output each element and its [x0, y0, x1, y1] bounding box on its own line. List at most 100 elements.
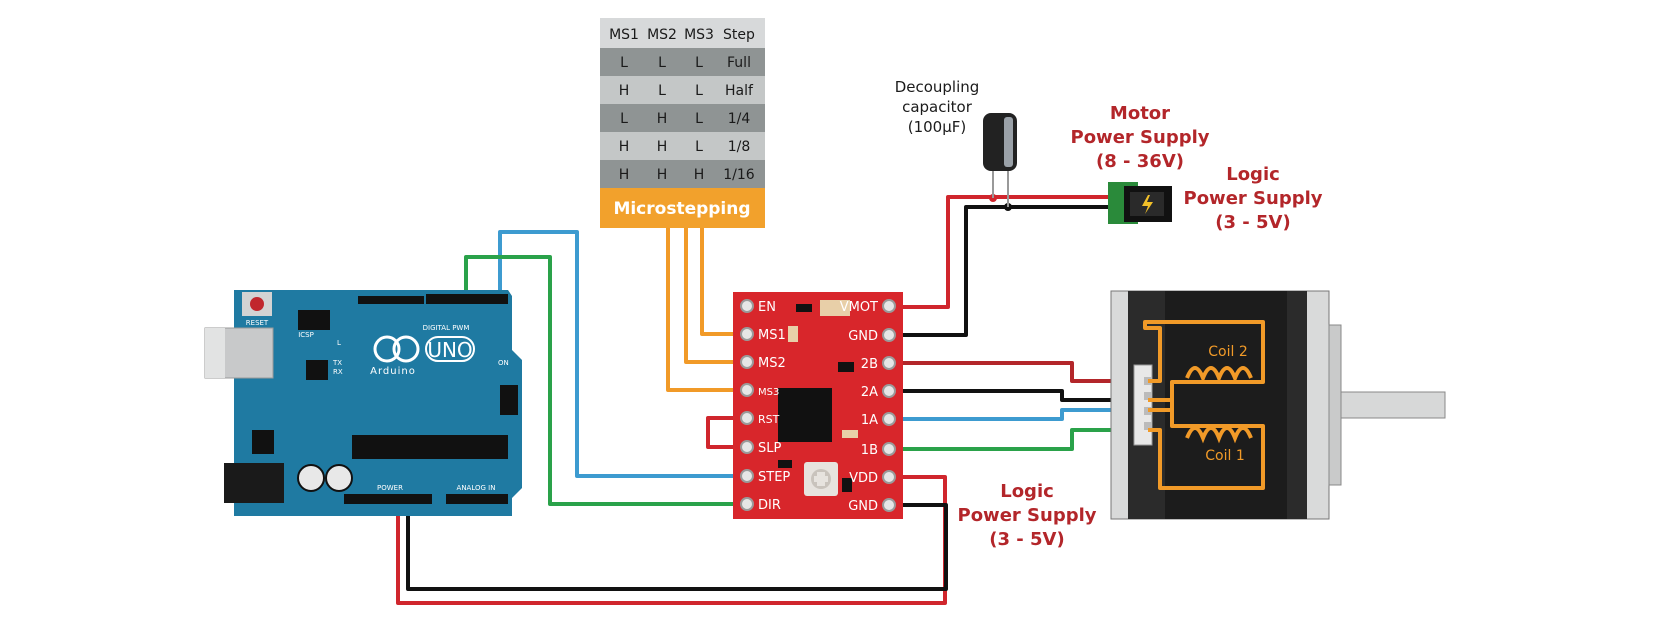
table-row [600, 132, 765, 160]
pin-vmot [882, 299, 896, 313]
arduino-logo-icon [392, 335, 420, 363]
coil-2-outline [1143, 320, 1265, 412]
lightning-icon [1142, 195, 1153, 214]
pin-label-dir: DIR [758, 498, 781, 513]
black-wire-gnd-logic [406, 503, 948, 591]
capacitor-value: (100µF) [908, 118, 967, 136]
motor-power-label: Motor [1110, 103, 1170, 124]
table-header-row [600, 18, 765, 48]
arduino-model: UNO [427, 338, 472, 362]
driver-capacitor [820, 300, 850, 316]
logic-power-label: Logic [1226, 164, 1280, 185]
pin-ms2 [740, 355, 754, 369]
black-wire-2a [890, 389, 1148, 402]
motor-power-voltage: (8 - 36V) [1096, 151, 1184, 172]
logic-power-voltage: (3 - 5V) [1215, 212, 1290, 233]
stepper-driver-board [733, 292, 903, 519]
pin-label-2b: 2B [861, 357, 878, 372]
pin-2a [882, 384, 896, 398]
icsp-header [298, 310, 330, 330]
table-cell: L [658, 83, 666, 99]
pin-label-en: EN [758, 300, 776, 315]
driver-right-pins [882, 299, 896, 512]
table-cell: L [620, 111, 628, 127]
motor-shaft [1340, 391, 1446, 419]
pin-step [740, 469, 754, 483]
pin-label-2a: 2A [861, 385, 878, 400]
microstepping-table: MS1 MS2 MS3 Step L L L Full H L L Half L… [600, 18, 765, 228]
red-wire-vdd [396, 475, 947, 605]
capacitor-label: capacitor [902, 98, 973, 116]
power-label: POWER [377, 484, 403, 492]
table-cell: H [694, 167, 705, 183]
pin-label-ms1: MS1 [758, 328, 786, 343]
coil-1-outline [1148, 398, 1265, 490]
pin-2b [882, 356, 896, 370]
black-wire-gnd [890, 205, 1110, 337]
table-cell: H [657, 111, 668, 127]
reset-label: RESET [246, 319, 269, 327]
analog-header [446, 494, 508, 504]
logic-power-label: Logic [1000, 481, 1054, 502]
pin-label-rst: RST [758, 413, 780, 426]
pin-rst [740, 411, 754, 425]
power-jack [1108, 182, 1172, 224]
pin-en [740, 299, 754, 313]
table-row [600, 48, 765, 76]
pin-label-ms2: MS2 [758, 356, 786, 371]
pin-label-1a: 1A [861, 413, 878, 428]
power-jack-barrel [224, 463, 284, 503]
pin-vdd [882, 470, 896, 484]
red-wire-rst-slp [706, 416, 745, 449]
arduino-pcb [234, 290, 522, 516]
pin-1b [882, 442, 896, 456]
stepper-motor [1110, 290, 1446, 520]
logic-power-label: Power Supply [958, 505, 1097, 526]
decoupling-capacitor [983, 113, 1017, 207]
pin-label-gnd-logic: GND [848, 499, 878, 514]
green-wire-dir [464, 255, 745, 506]
orange-wire-ms3 [666, 228, 745, 392]
pin-1a [882, 412, 896, 426]
driver-left-pins [740, 299, 754, 511]
arduino-capacitor [325, 464, 353, 492]
blue-wire-1a [890, 408, 1148, 421]
table-header-ms1: MS1 [609, 27, 639, 43]
red-wire-vmot [890, 195, 1110, 309]
table-header-ms3: MS3 [684, 27, 714, 43]
logic-power-voltage: (3 - 5V) [989, 529, 1064, 550]
arduino-uno-board [204, 290, 522, 516]
digital-header [426, 294, 508, 304]
pin-label-ms3: MS3 [758, 387, 779, 398]
pin-ms1 [740, 327, 754, 341]
coil-1-winding [1185, 426, 1253, 444]
logic-power-label: Power Supply [1184, 188, 1323, 209]
analog-label: ANALOG IN [457, 484, 496, 492]
icsp-label: ICSP [298, 331, 314, 339]
capacitor-label: Decoupling [895, 78, 980, 96]
motor-power-label: Power Supply [1071, 127, 1210, 148]
table-cell: H [657, 167, 668, 183]
pin-label-vmot: VMOT [840, 300, 878, 315]
motor-flange [1328, 324, 1342, 486]
pin-gnd [882, 328, 896, 342]
table-footer [600, 188, 765, 228]
table-row [600, 160, 765, 188]
table-cell: L [695, 83, 703, 99]
pin-label-gnd: GND [848, 329, 878, 344]
capacitor-stripe [1004, 117, 1013, 167]
coil-1-label: Coil 1 [1205, 448, 1244, 464]
table-cell: L [620, 55, 628, 71]
arduino-brand: Arduino [370, 366, 416, 377]
table-header-step: Step [723, 27, 755, 43]
table-cell: Full [727, 55, 751, 71]
rx-led-label: RX [333, 368, 343, 376]
pin-label-step: STEP [758, 470, 790, 485]
arduino-capacitor [297, 464, 325, 492]
digital-label: DIGITAL PWM [423, 324, 470, 332]
table-footer-label: Microstepping [613, 199, 750, 219]
table-cell: H [657, 139, 668, 155]
blue-wire-step [498, 230, 745, 478]
pin-slp [740, 440, 754, 454]
pin-label-vdd: VDD [849, 471, 878, 486]
